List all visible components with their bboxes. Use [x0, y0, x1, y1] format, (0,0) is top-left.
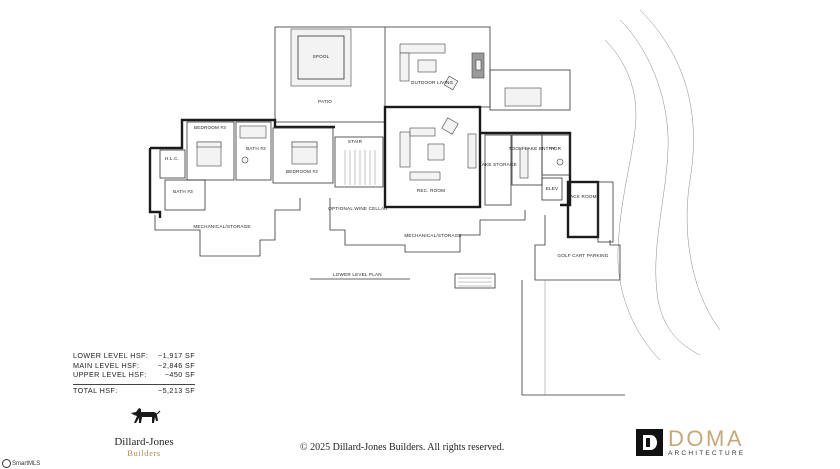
architect-name: DOMA [668, 426, 744, 451]
room-label-bath-3: BATH #3 [173, 189, 193, 194]
sqft-row-lower: LOWER LEVEL HSF: ~1,917 SF [73, 351, 195, 361]
room-label-outdoor-living: OUTDOOR LIVING [411, 80, 454, 85]
room-label-rec-room: REC. ROOM [417, 188, 445, 193]
room-label-bedroom-3: BEDROOM #3 [194, 125, 226, 130]
doma-text-block: DOMA ARCHITECTURE [668, 426, 746, 458]
sqft-label: LOWER LEVEL HSF: [73, 351, 149, 360]
sqft-label: MAIN LEVEL HSF: [73, 360, 140, 370]
copyright-notice: © 2025 Dillard-Jones Builders. All right… [300, 442, 505, 453]
sqft-label: TOTAL HSF: [73, 385, 118, 395]
room-label-pdr: PDR [551, 146, 562, 151]
room-label-lake-storage: LAKE STORAGE [479, 162, 517, 167]
room-label-golf-cart-parking: GOLF CART PARKING [557, 253, 608, 258]
square-footage-table: LOWER LEVEL HSF: ~1,917 SF MAIN LEVEL HS… [73, 351, 195, 395]
sqft-value: ~1,917 SF [158, 351, 195, 360]
room-label-mechanical-storage-left: MECHANICAL/STORAGE [193, 224, 250, 229]
spool-pool [290, 28, 352, 87]
room-labels: SPOOL PATIO OUTDOOR LIVING BEDROOM #3 BA… [165, 54, 609, 258]
builder-name: Dillard-Jones [114, 436, 174, 448]
sqft-value: ~2,846 SF [158, 360, 195, 370]
sqft-row-upper: UPPER LEVEL HSF: ~450 SF [73, 370, 195, 380]
dog-icon [131, 408, 161, 423]
room-label-elev: ELEV [546, 186, 559, 191]
site-contours [604, 9, 721, 361]
sqft-row-main: MAIN LEVEL HSF: ~2,846 SF [73, 361, 195, 371]
room-label-stair: STAIR [348, 139, 363, 144]
room-label-hlc: H.L.C. [165, 156, 179, 161]
mls-badge-text: SmartMLS [12, 460, 41, 467]
sqft-value: ~5,213 SF [158, 385, 195, 395]
room-label-bath-2: BATH #2 [246, 146, 266, 151]
doma-architecture-logo: DOMA ARCHITECTURE [636, 428, 745, 457]
sqft-value: ~450 SF [164, 370, 195, 380]
mls-logo-icon [2, 459, 11, 468]
builder-logo: Dillard-Jones Builders [94, 403, 194, 458]
room-label-bedroom-2: BEDROOM #2 [286, 169, 318, 174]
room-label-optional-wine-cellar: OPTIONAL WINE CELLAR [328, 206, 388, 211]
builder-subtitle: Builders [127, 448, 161, 458]
mls-badge: SmartMLS [2, 459, 40, 468]
patio-area [274, 26, 571, 123]
room-label-patio: PATIO [318, 99, 332, 104]
sqft-label: UPPER LEVEL HSF: [73, 370, 147, 380]
plan-title: LOWER LEVEL PLAN [310, 272, 410, 280]
doma-mark-icon [636, 429, 663, 456]
room-label-spool: SPOOL [313, 54, 330, 59]
building-walls [148, 105, 625, 396]
area-schedule-box [454, 273, 496, 289]
stair-treads [344, 150, 376, 185]
room-label-mechanical-storage-center: MECHANICAL/STORAGE [404, 233, 461, 238]
room-label-tack-room: TACK ROOM [567, 194, 596, 199]
plan-title-text: LOWER LEVEL PLAN [333, 272, 382, 277]
architect-subtitle: ARCHITECTURE [668, 450, 746, 457]
sqft-row-total: TOTAL HSF: ~5,213 SF [73, 383, 195, 396]
room-label-tool-lake-entry: TOOL/ LAKE ENTRY [509, 146, 556, 151]
